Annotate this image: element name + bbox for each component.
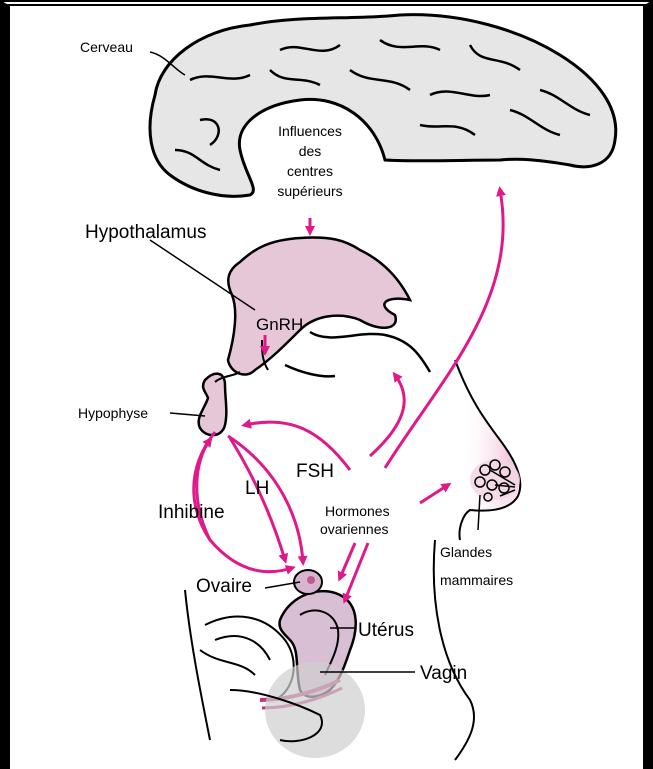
label-hypothalamus: Hypothalamus <box>85 222 206 243</box>
brain <box>150 15 616 197</box>
label-ovaire: Ovaire <box>196 576 252 597</box>
label-hormones-1: Hormones <box>325 503 390 519</box>
label-uterus: Utérus <box>358 620 414 641</box>
label-fsh: FSH <box>296 461 334 482</box>
label-influences-3: centres <box>287 163 333 179</box>
label-influences-2: des <box>299 143 322 159</box>
breast <box>455 360 520 540</box>
label-influences-4: supérieurs <box>277 183 342 199</box>
label-vagin: Vagin <box>420 663 467 684</box>
label-glandes-1: Glandes <box>440 544 492 560</box>
pelvis <box>185 540 474 760</box>
label-influences-1: Influences <box>278 123 342 139</box>
label-hormones-2: ovariennes <box>320 521 389 537</box>
hypophyse-shape <box>199 372 240 435</box>
hypothalamus-shape <box>228 238 430 377</box>
label-lh: LH <box>245 478 269 499</box>
label-cerveau: Cerveau <box>80 39 133 55</box>
label-hypophyse: Hypophyse <box>78 405 148 421</box>
label-glandes-2: mammaires <box>440 572 513 588</box>
label-inhibine: Inhibine <box>158 502 225 523</box>
label-gnrh: GnRH <box>256 315 303 334</box>
